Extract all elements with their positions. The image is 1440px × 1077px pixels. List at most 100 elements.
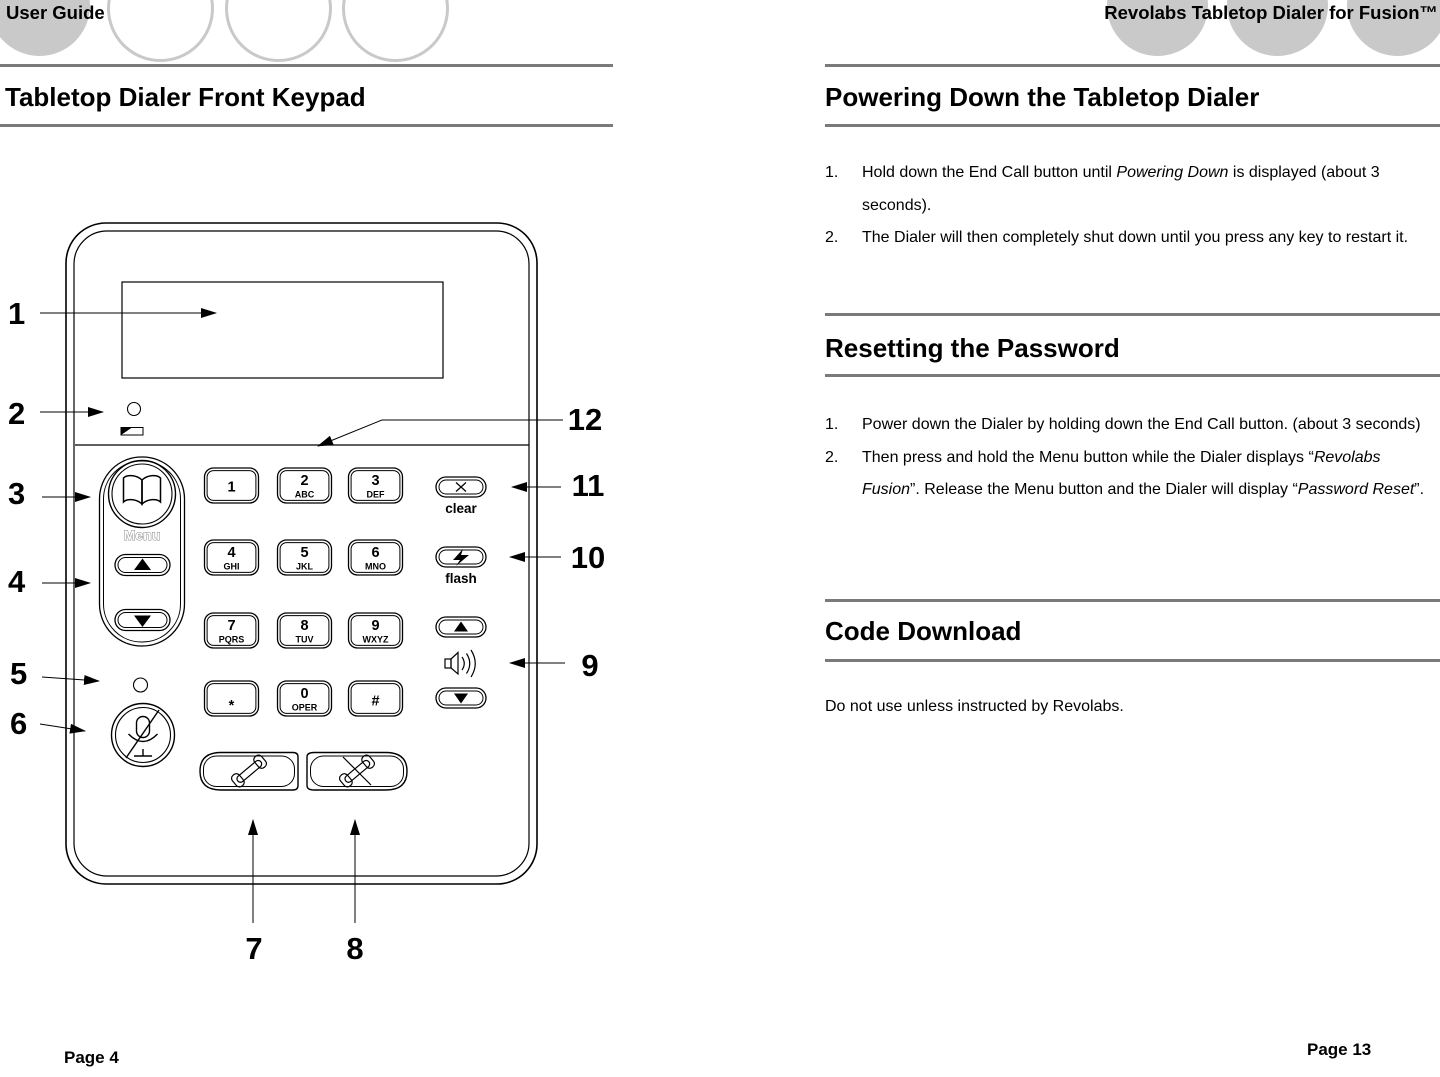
callout-9: 9 <box>581 648 598 683</box>
resetting-password-steps: 1. Power down the Dialer by holding down… <box>825 409 1431 507</box>
number-keys <box>203 467 404 717</box>
down-arrow-icon <box>134 615 151 627</box>
callout-8: 8 <box>346 931 363 966</box>
key-letters: WXYZ <box>363 635 390 645</box>
volume-up-button <box>435 616 487 638</box>
divider <box>825 313 1440 316</box>
call-handset-icon <box>230 754 268 788</box>
nav-down-button <box>114 608 171 632</box>
menu-nav-group <box>98 456 186 647</box>
callout-10: 10 <box>571 540 605 575</box>
key-letters: PQRS <box>219 635 245 645</box>
dialer-body <box>65 222 538 885</box>
callout-1: 1 <box>8 296 25 331</box>
call-button <box>199 751 299 791</box>
mute-mic-icon <box>125 709 160 759</box>
book-icon <box>122 474 162 506</box>
clear-button <box>435 476 487 498</box>
mute-button <box>110 702 176 768</box>
divider <box>0 124 613 127</box>
key-label: 4 <box>227 545 235 561</box>
mute-group <box>110 677 176 768</box>
callout-12: 12 <box>568 402 602 437</box>
keypad-key <box>203 539 260 576</box>
section-title-powering-down: Powering Down the Tabletop Dialer <box>825 82 1260 112</box>
key-label: 8 <box>300 618 308 634</box>
logo-circle <box>342 0 449 62</box>
list-marker: 1. <box>825 416 839 433</box>
section-title-code-download: Code Download <box>825 616 1022 646</box>
divider <box>825 599 1440 602</box>
call-buttons <box>199 751 408 791</box>
callout-3: 3 <box>8 476 25 511</box>
keypad-key <box>203 680 260 717</box>
key-label: 6 <box>371 545 379 561</box>
keypad-key <box>347 467 404 504</box>
keypad-key <box>347 612 404 649</box>
key-letters: MNO <box>365 562 386 572</box>
flash-bolt-icon <box>453 549 469 566</box>
callout-arrows <box>39 308 565 923</box>
powering-down-steps: 1. Hold down the End Call button until P… <box>825 157 1431 255</box>
end-call-button <box>306 751 408 791</box>
volume-down-icon <box>454 693 468 704</box>
key-label: * <box>229 698 235 714</box>
divider <box>825 374 1440 377</box>
keypad-key <box>276 467 333 504</box>
list-text: Hold down the End Call button until Powe… <box>862 164 1380 214</box>
status-led <box>126 401 142 417</box>
left-page-number: Page 4 <box>64 1048 119 1067</box>
list-text: Power down the Dialer by holding down th… <box>862 416 1421 433</box>
key-label: 7 <box>227 618 235 634</box>
key-letters: TUV <box>296 635 314 645</box>
keypad-key <box>276 680 333 717</box>
keypad-key <box>203 612 260 649</box>
list-marker: 2. <box>825 448 839 466</box>
key-letters: OPER <box>292 703 318 713</box>
key-label: # <box>371 694 379 710</box>
nav-up-button <box>114 553 171 577</box>
mute-led <box>132 677 149 693</box>
keypad-key <box>276 612 333 649</box>
key-label: 2 <box>300 473 308 489</box>
volume-up-icon <box>454 621 468 632</box>
callout-7: 7 <box>245 931 262 966</box>
left-page-title: Tabletop Dialer Front Keypad <box>5 82 366 112</box>
up-arrow-icon <box>134 558 151 570</box>
flash-button-label: flash <box>445 571 477 586</box>
section-title-resetting-password: Resetting the Password <box>825 333 1120 363</box>
display-screen <box>121 281 444 379</box>
callout-2: 2 <box>8 396 25 431</box>
code-download-note: Do not use unless instructed by Revolabs… <box>825 698 1124 715</box>
speaker-icon <box>444 649 476 678</box>
left-page-header: User Guide <box>6 2 105 23</box>
key-letters: ABC <box>295 490 315 500</box>
callout-11: 11 <box>572 468 605 503</box>
key-letters: DEF <box>367 490 386 500</box>
keypad-key <box>203 467 260 504</box>
right-buttons <box>435 476 487 709</box>
menu-button <box>107 459 177 529</box>
callout-5: 5 <box>10 656 27 691</box>
divider <box>825 659 1440 662</box>
list-marker: 1. <box>825 164 839 181</box>
divider <box>0 64 613 67</box>
clear-button-label: clear <box>445 501 477 516</box>
list-marker: 2. <box>825 229 839 247</box>
menu-button-label: Menu <box>124 527 161 543</box>
callout-4: 4 <box>8 564 26 599</box>
key-label: 0 <box>300 686 308 702</box>
callout-6: 6 <box>10 706 27 741</box>
key-letters: JKL <box>296 562 314 572</box>
key-letters: GHI <box>223 562 239 572</box>
logo-circle <box>225 0 332 62</box>
end-call-handset-icon <box>338 754 376 788</box>
list-text: The Dialer will then completely shut dow… <box>862 229 1409 247</box>
logo-circle <box>107 0 214 62</box>
list-item: 2. Then press and hold the Menu button w… <box>825 442 1431 507</box>
flash-button <box>435 546 487 568</box>
divider <box>825 124 1440 127</box>
right-page-number: Page 13 <box>1307 1040 1372 1059</box>
list-item: 1. Power down the Dialer by holding down… <box>825 409 1431 442</box>
